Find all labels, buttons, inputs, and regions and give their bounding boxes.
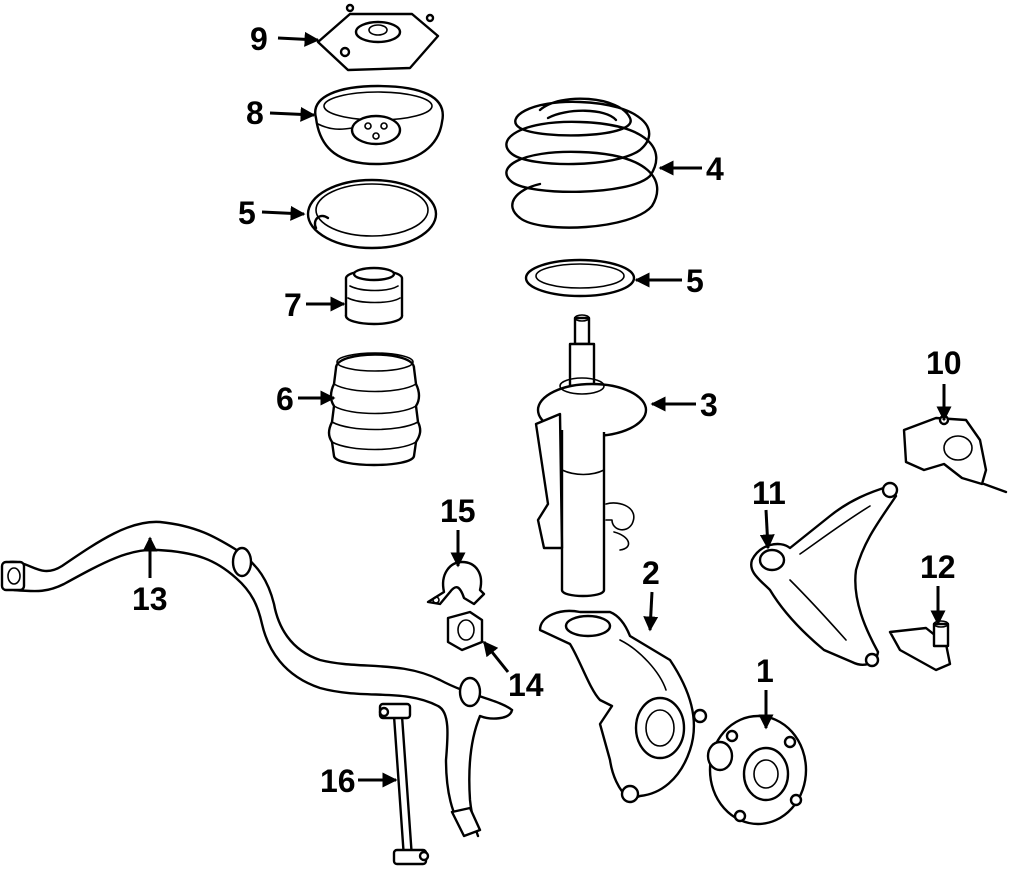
part-stabilizer-link xyxy=(378,702,430,866)
callout-8: 8 xyxy=(246,95,264,131)
arrow-8 xyxy=(269,106,316,122)
callout-2: 2 xyxy=(642,555,660,591)
callout-9: 9 xyxy=(250,21,268,57)
arrow-9 xyxy=(277,31,320,47)
part-strut-assembly xyxy=(534,314,648,598)
part-stabilizer-bar xyxy=(0,520,514,838)
part-dust-boot xyxy=(327,352,422,467)
callout-4: 4 xyxy=(706,151,724,187)
part-upper-spring-seat xyxy=(314,84,444,166)
part-lower-control-arm xyxy=(750,481,899,668)
callout-labels: 9 8 5 7 6 4 5 3 10 11 12 2 1 13 15 14 16 xyxy=(132,21,962,799)
part-stabilizer-bushing xyxy=(446,610,484,652)
callout-12: 12 xyxy=(920,549,956,585)
callout-1: 1 xyxy=(756,653,774,689)
callout-7: 7 xyxy=(284,287,302,323)
callout-6: 6 xyxy=(276,381,294,417)
arrow-5a xyxy=(261,205,306,221)
callout-3: 3 xyxy=(700,387,718,423)
part-insulator-lower xyxy=(524,258,636,298)
callout-5-lower: 5 xyxy=(686,263,704,299)
arrow-2 xyxy=(643,591,659,632)
part-stabilizer-bracket xyxy=(426,560,486,606)
callout-16: 16 xyxy=(320,763,356,799)
callout-5-upper: 5 xyxy=(238,195,256,231)
part-ball-joint xyxy=(888,620,952,672)
callout-14: 14 xyxy=(508,667,544,703)
arrow-14 xyxy=(482,640,510,673)
part-hub-bearing xyxy=(706,714,808,826)
part-steering-knuckle xyxy=(538,609,708,804)
callout-15: 15 xyxy=(440,493,476,529)
arrow-11 xyxy=(759,509,775,550)
part-insulator-upper xyxy=(306,178,438,250)
callout-13: 13 xyxy=(132,581,168,617)
part-bracket xyxy=(902,414,1008,494)
part-bump-stop xyxy=(344,266,404,326)
part-strut-mount xyxy=(316,3,440,72)
callout-11: 11 xyxy=(752,475,786,511)
callout-10: 10 xyxy=(926,345,962,381)
leader-arrows xyxy=(142,31,952,788)
part-coil-spring xyxy=(505,97,659,229)
